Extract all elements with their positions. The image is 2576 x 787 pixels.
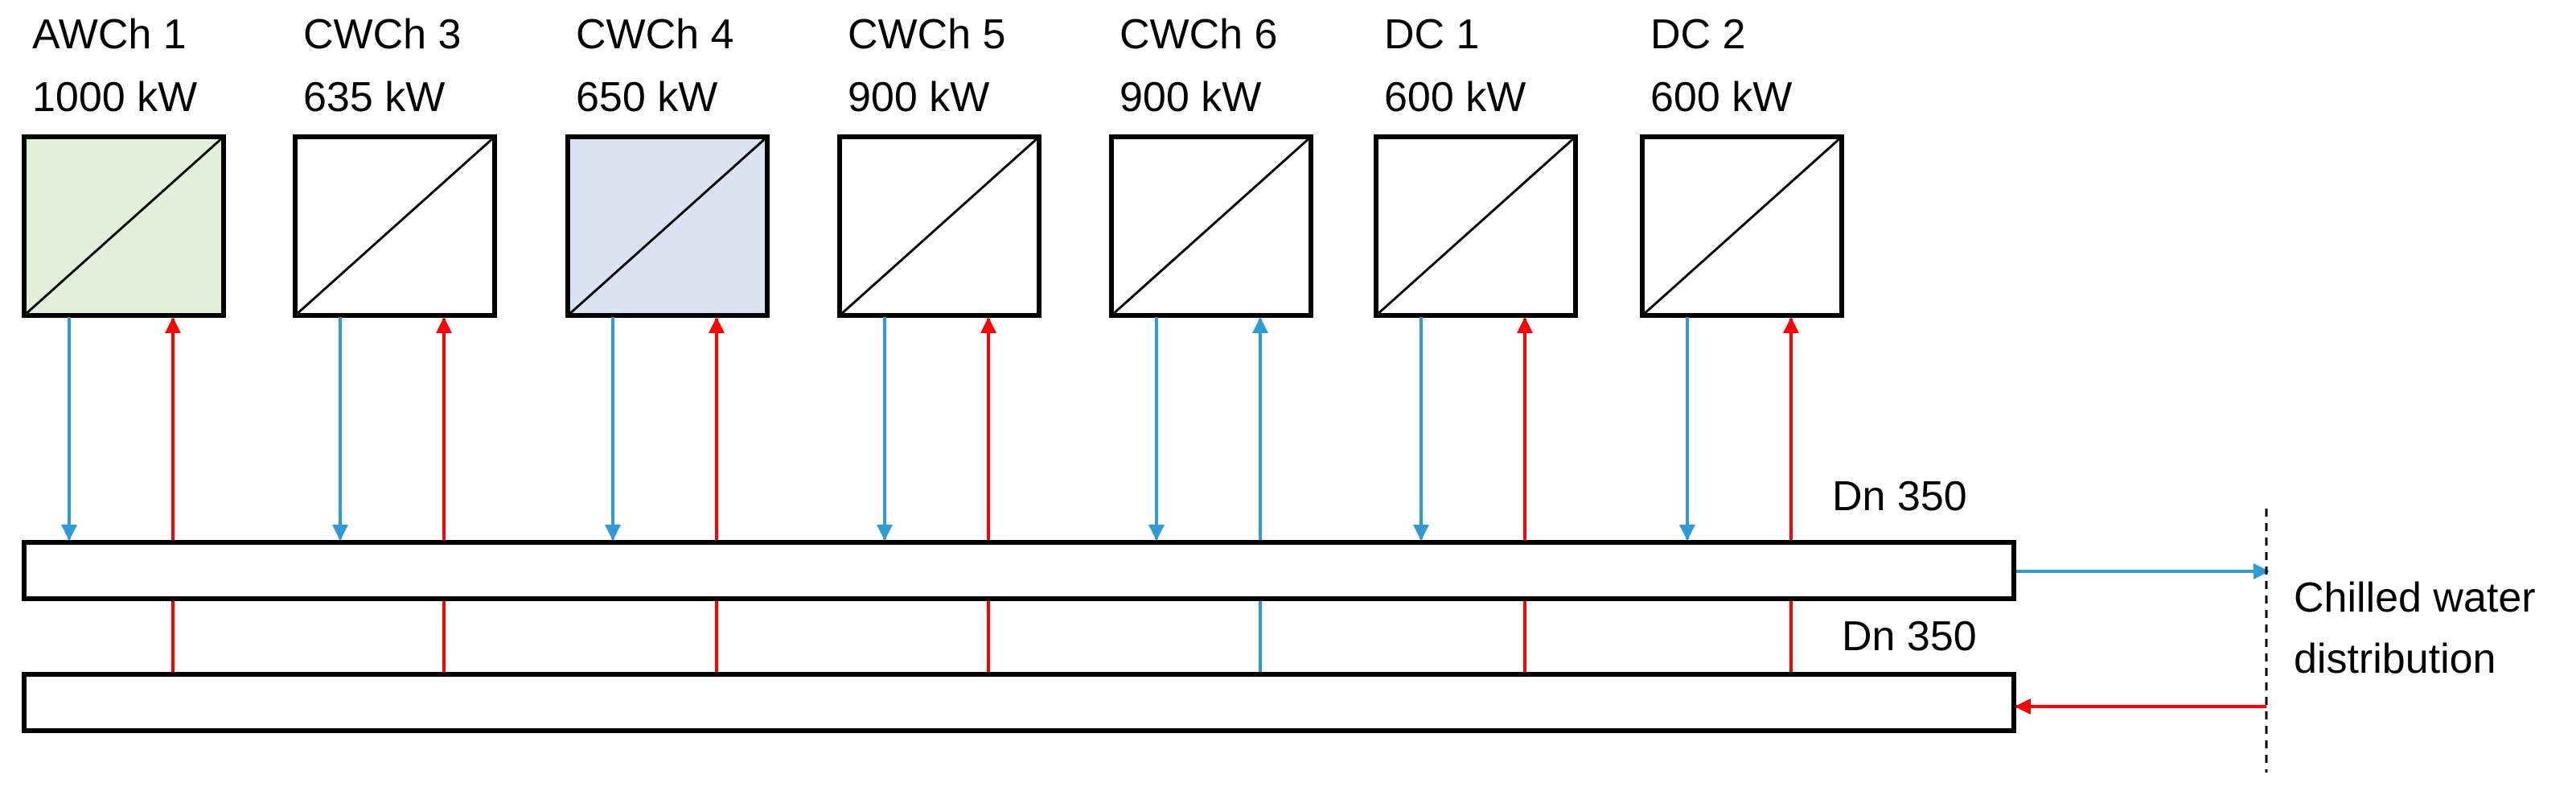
distribution-label-line1: Chilled water — [2294, 575, 2536, 621]
unit-cwch-5: CWCh 5 900 kW — [837, 11, 1041, 676]
unit-diagonal — [1374, 135, 1577, 317]
supply-header-pipe — [22, 540, 2016, 601]
supply-header-label: Dn 350 — [1832, 473, 1967, 520]
unit-cwch-6: CWCh 6 900 kW — [1109, 11, 1313, 676]
unit-power-label: 635 kW — [303, 74, 445, 121]
unit-power-label: 600 kW — [1384, 74, 1526, 121]
unit-diagonal — [566, 135, 769, 317]
unit-name-label: CWCh 5 — [848, 11, 1005, 58]
unit-power-label: 650 kW — [576, 74, 717, 121]
distribution-label-line2: distribution — [2294, 636, 2496, 682]
unit-name-label: CWCh 3 — [303, 11, 461, 58]
unit-power-label: 1000 kW — [32, 74, 197, 121]
unit-power-label: 900 kW — [1120, 74, 1261, 121]
unit-diagonal — [1641, 135, 1843, 317]
unit-name-label: DC 1 — [1384, 11, 1479, 58]
unit-diagonal — [838, 135, 1041, 317]
unit-awch-1: AWCh 1 1000 kW — [22, 11, 226, 676]
return-header-pipe — [22, 672, 2016, 733]
unit-cwch-4: CWCh 4 650 kW — [565, 11, 770, 676]
unit-name-label: AWCh 1 — [32, 11, 187, 58]
unit-name-label: CWCh 6 — [1120, 11, 1277, 58]
unit-cwch-3: CWCh 3 635 kW — [293, 11, 497, 676]
return-header-label: Dn 350 — [1842, 613, 1977, 660]
unit-diagonal — [1110, 135, 1313, 317]
unit-dc-2: DC 2 600 kW — [1640, 11, 1844, 676]
unit-power-label: 900 kW — [848, 74, 989, 121]
unit-name-label: DC 2 — [1650, 11, 1745, 58]
unit-power-label: 600 kW — [1650, 74, 1792, 121]
unit-diagonal — [294, 135, 496, 317]
unit-dc-1: DC 1 600 kW — [1374, 11, 1578, 676]
unit-diagonal — [23, 135, 225, 317]
unit-name-label: CWCh 4 — [576, 11, 733, 58]
